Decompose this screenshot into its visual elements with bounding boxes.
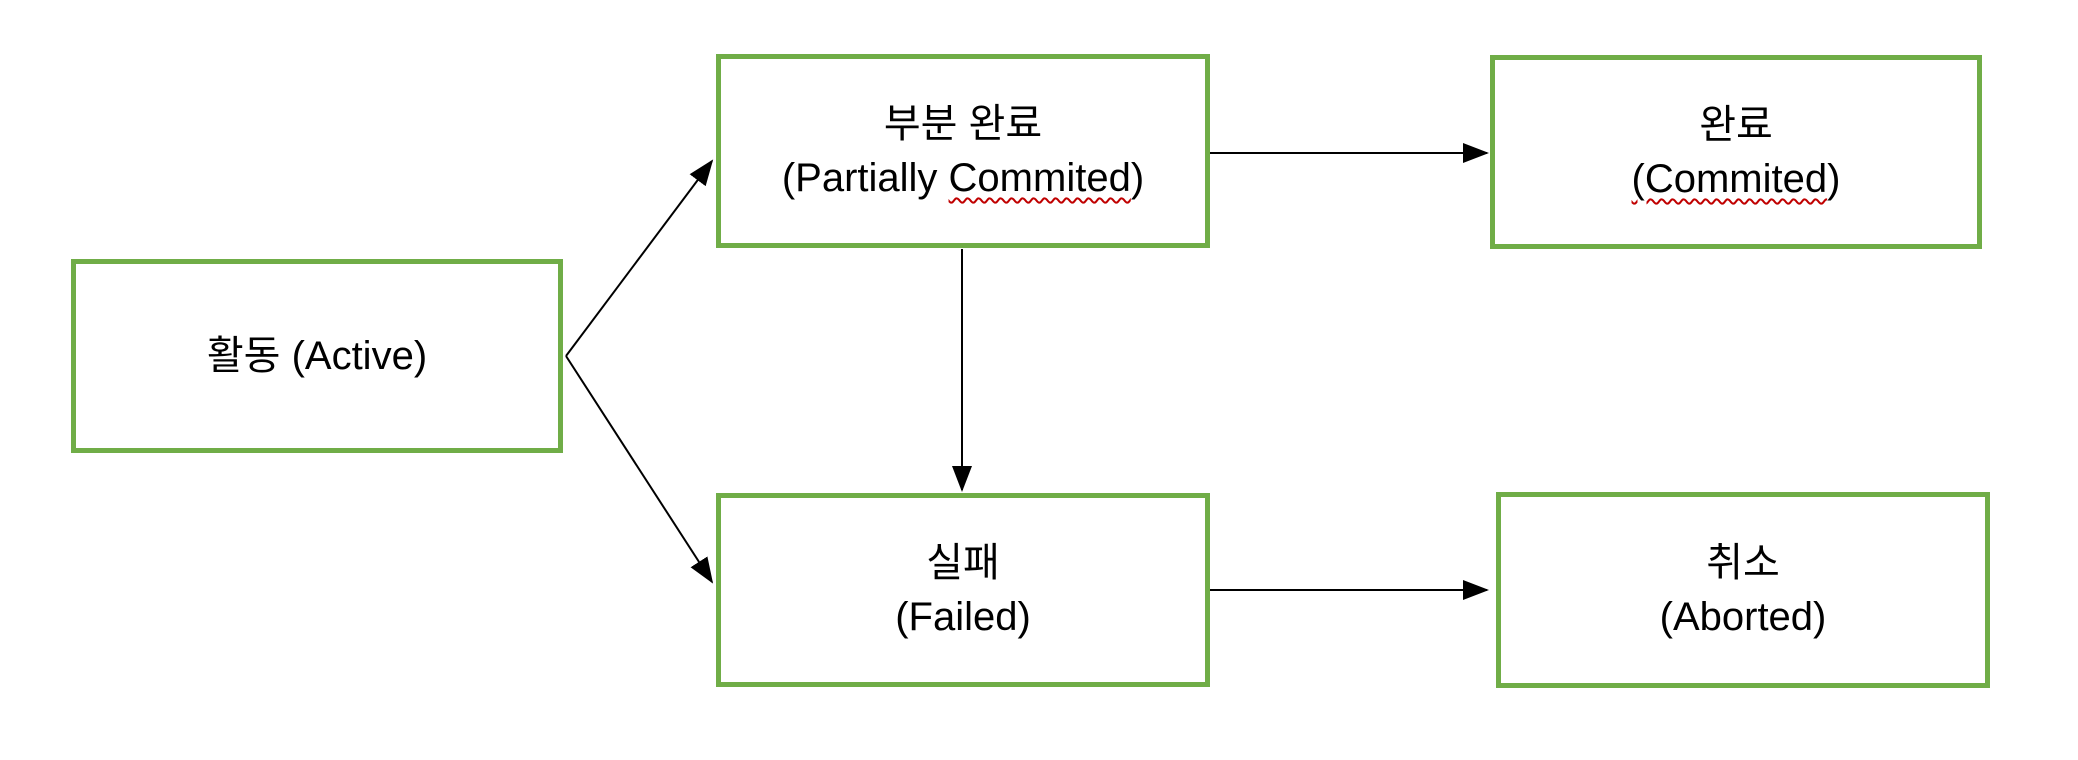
node-label-line: (Commited)	[1632, 152, 1841, 206]
state-node-partially-commited: 부분 완료 (Partially Commited)	[716, 54, 1210, 248]
state-node-active: 활동 (Active)	[71, 259, 563, 453]
node-label-part: )	[1130, 156, 1145, 200]
node-label-part-misspelled: (Commited	[1631, 157, 1828, 201]
node-label-line: (Failed)	[895, 590, 1031, 644]
node-label-line: (Partially Commited)	[782, 151, 1144, 205]
node-label-part: (Aborted)	[1659, 595, 1827, 639]
node-label-line: 활동 (Active)	[207, 329, 427, 383]
state-node-aborted: 취소 (Aborted)	[1496, 492, 1990, 688]
node-label-part: 활동 (Active)	[206, 334, 428, 378]
node-label-line: 완료	[1699, 98, 1773, 152]
state-node-failed: 실패 (Failed)	[716, 493, 1210, 687]
arrow-active-to-failed	[565, 355, 714, 584]
node-label-line: (Aborted)	[1660, 590, 1827, 644]
node-label-part: 실패	[926, 541, 1000, 585]
node-label-part: 부분 완료	[883, 102, 1043, 146]
node-label-part: (Failed)	[895, 595, 1031, 639]
node-label-part: 취소	[1706, 541, 1780, 585]
node-label-line: 취소	[1706, 536, 1780, 590]
state-node-commited: 완료 (Commited)	[1490, 55, 1982, 249]
node-label-part: (Partially	[781, 156, 949, 200]
node-label-line: 실패	[926, 536, 1000, 590]
node-label-part: 완료	[1699, 103, 1773, 147]
node-label-part: )	[1827, 157, 1841, 201]
arrow-active-to-partially-commited	[565, 159, 714, 357]
node-label-part-misspelled: Commited	[948, 156, 1131, 200]
node-label-line: 부분 완료	[884, 97, 1042, 151]
